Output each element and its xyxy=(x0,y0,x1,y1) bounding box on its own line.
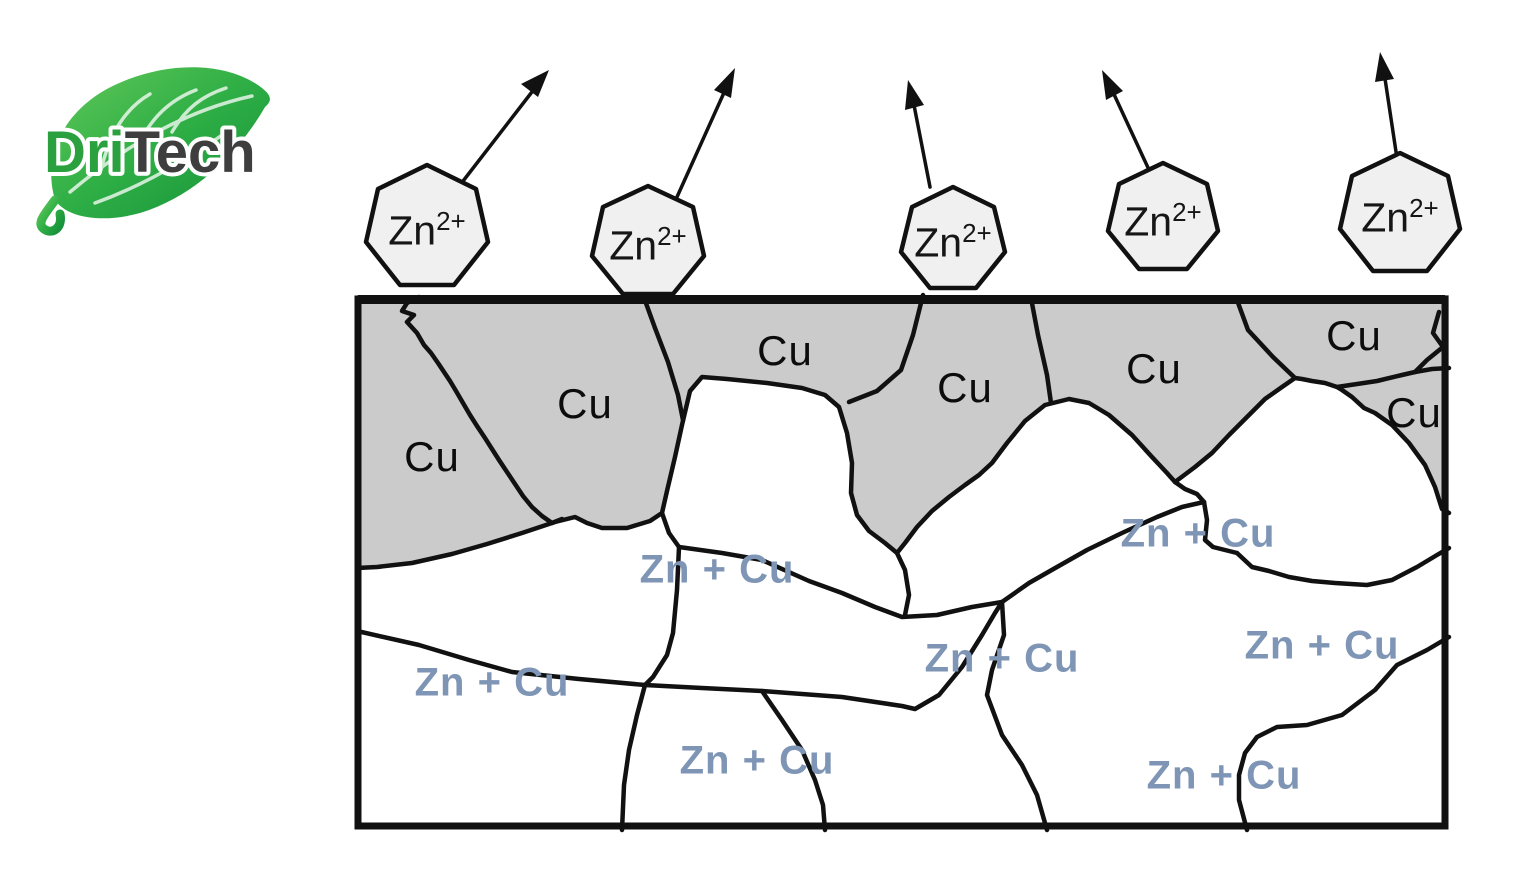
copper-grain-label: Cu xyxy=(557,380,613,427)
alloy-grain-label: Zn + Cu xyxy=(679,738,835,783)
alloy-grain-label: Zn + Cu xyxy=(1146,753,1302,798)
alloy-grain-label: Zn + Cu xyxy=(639,547,795,592)
ion-label: Zn2+ xyxy=(1124,196,1202,245)
alloy-grain-label: Zn + Cu xyxy=(414,660,570,705)
ion-heptagon xyxy=(898,184,1008,291)
copper-grain-label: Cu xyxy=(757,327,813,374)
ion-arrows xyxy=(458,52,1400,199)
ion-label: Zn2+ xyxy=(1361,192,1439,241)
arrow-up-right-icon xyxy=(675,68,735,199)
arrow-up-icon xyxy=(905,80,932,189)
ion-label: Zn2+ xyxy=(388,205,466,254)
ion-label: Zn2+ xyxy=(609,220,687,269)
alloy-grain-label: Zn + Cu xyxy=(1120,511,1276,556)
logo-text: DriTech xyxy=(44,120,256,185)
ion-heptagon xyxy=(1337,150,1463,274)
copper-grain-label: Cu xyxy=(1326,312,1382,359)
alloy-block-top-edge xyxy=(358,295,1445,304)
alloy-grain-label: Zn + Cu xyxy=(924,636,1080,681)
copper-alloy-interface xyxy=(354,374,1452,571)
copper-grain-label: Cu xyxy=(937,364,993,411)
ion-heptagon xyxy=(589,183,707,297)
ion-heptagon xyxy=(363,162,491,288)
copper-grain-label: Cu xyxy=(1126,345,1182,392)
ion-heptagon xyxy=(1105,160,1221,272)
copper-grain-region xyxy=(357,295,1449,568)
copper-grain-boundaries xyxy=(399,292,1452,526)
ion-label: Zn2+ xyxy=(914,217,992,266)
alloy-grain-label: Zn + Cu xyxy=(1244,623,1400,668)
leaf-icon: DriTech xyxy=(36,67,270,236)
alloy-grain-boundaries xyxy=(354,479,1452,833)
ion-heptagons xyxy=(363,150,1463,297)
arrow-up-icon xyxy=(1375,52,1400,167)
arrow-up-left-icon xyxy=(1102,70,1152,174)
arrow-up-right-icon xyxy=(458,70,549,187)
copper-grain-label: Cu xyxy=(404,433,460,480)
copper-grain-label: Cu xyxy=(1386,389,1442,436)
alloy-block xyxy=(354,292,1452,833)
